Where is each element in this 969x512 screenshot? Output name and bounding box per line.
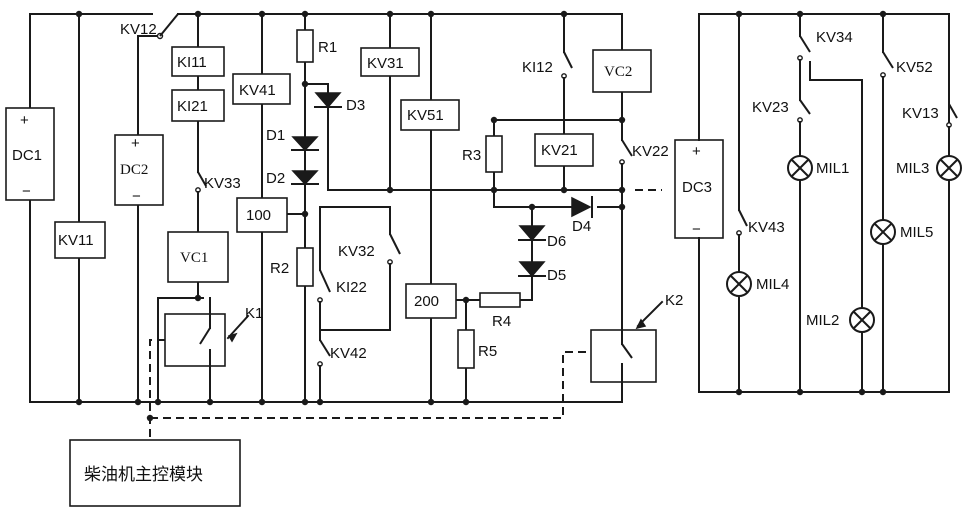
contact-kv52: KV52 [881,52,933,80]
svg-text:MIL3: MIL3 [896,160,929,177]
svg-text:KV31: KV31 [367,55,404,72]
resistor-r4: R4 [480,293,520,330]
svg-text:R3: R3 [462,147,481,164]
diesel-control-module: 柴油机主控模块 [70,440,240,506]
resistor-r2: R2 [270,248,313,286]
svg-text:KV51: KV51 [407,107,444,124]
svg-text:K2: K2 [665,292,683,309]
svg-text:KI21: KI21 [177,98,208,115]
svg-text:R1: R1 [318,39,337,56]
relay-vc1: VC1 [168,232,228,282]
svg-text:KI22: KI22 [336,279,367,296]
svg-text:R4: R4 [492,313,511,330]
diode-d6: D6 [519,226,566,250]
relay-ki11: KI11 [172,47,224,76]
svg-text:D5: D5 [547,267,566,284]
svg-text:KV11: KV11 [58,232,94,249]
dc2-minus: − [132,188,141,205]
svg-text:KV43: KV43 [748,219,785,236]
dc2-label: DC2 [120,162,148,178]
svg-text:D4: D4 [572,218,591,235]
controller-label: 柴油机主控模块 [84,465,203,484]
svg-text:200: 200 [414,293,439,310]
lamp-mil3: MIL3 [896,156,961,180]
dc2-plus: + [131,135,140,152]
diode-d2: D2 [266,170,318,195]
contact-ki12: KI12 [522,52,572,82]
relay-kv41: KV41 [233,74,290,104]
relay-kv11: KV11 [55,222,105,258]
svg-text:MIL4: MIL4 [756,276,789,293]
lamp-mil4: MIL4 [727,272,789,296]
svg-text:KV41: KV41 [239,82,276,99]
svg-text:KV13: KV13 [902,105,939,122]
dc1-label: DC1 [12,147,42,164]
svg-text:R2: R2 [270,260,289,277]
dc2-source: + DC2 − [115,135,163,205]
svg-text:+: + [692,143,701,160]
svg-text:100: 100 [246,207,271,224]
svg-text:D2: D2 [266,170,285,187]
svg-text:KV32: KV32 [338,243,375,260]
relay-200: 200 [406,284,456,318]
contact-kv32: KV32 [338,234,400,266]
diode-d1: D1 [266,125,318,170]
dc1-plus: + [20,112,29,129]
relay-100: 100 [237,198,287,232]
diode-d4: D4 [572,197,592,235]
svg-text:KV12: KV12 [120,21,157,38]
svg-text:KI11: KI11 [177,54,207,71]
resistor-r1: R1 [297,30,337,62]
svg-text:R5: R5 [478,343,497,360]
switch-k2: K2 [591,292,683,382]
svg-text:KV21: KV21 [541,142,578,159]
svg-text:VC2: VC2 [604,64,632,80]
lamp-mil1: MIL1 [788,156,849,180]
lamp-mil5: MIL5 [871,220,933,244]
svg-text:KV52: KV52 [896,59,933,76]
svg-text:VC1: VC1 [180,250,208,266]
contact-kv33: KV33 [196,172,241,196]
diode-d5: D5 [519,262,566,285]
resistor-r5: R5 [458,330,497,368]
svg-text:DC3: DC3 [682,179,712,196]
contact-kv23: KV23 [752,99,810,124]
relay-kv21: KV21 [535,134,593,166]
relay-kv31: KV31 [361,48,419,76]
dc1-minus: − [22,183,31,200]
svg-text:KV22: KV22 [632,143,669,160]
dc3-source: + DC3 − [675,140,723,238]
svg-text:D1: D1 [266,127,285,144]
contact-kv12: KV12 [120,14,178,39]
contact-kv22: KV22 [620,140,669,166]
contact-kv42: KV42 [318,340,367,368]
switch-k1: K1 [165,305,263,366]
svg-text:MIL5: MIL5 [900,224,933,241]
lamp-mil2: MIL2 [806,308,874,332]
svg-text:KV23: KV23 [752,99,789,116]
svg-text:KI12: KI12 [522,59,553,76]
resistor-r3: R3 [462,136,502,172]
relay-vc2: VC2 [593,50,651,92]
svg-text:−: − [692,221,701,238]
contact-kv34: KV34 [798,29,853,62]
svg-text:KV34: KV34 [816,29,853,46]
diode-d3: D3 [315,93,365,120]
svg-text:D6: D6 [547,233,566,250]
relay-kv51: KV51 [401,100,459,130]
svg-text:K1: K1 [245,305,263,322]
svg-text:KV33: KV33 [204,175,241,192]
svg-text:MIL1: MIL1 [816,160,849,177]
svg-text:D3: D3 [346,97,365,114]
contact-ki22: KI22 [318,270,367,305]
dc1-source: + DC1 − [6,108,54,200]
svg-text:KV42: KV42 [330,345,367,362]
svg-text:MIL2: MIL2 [806,312,839,329]
contact-kv43: KV43 [737,210,785,240]
relay-ki21: KI21 [172,90,224,121]
